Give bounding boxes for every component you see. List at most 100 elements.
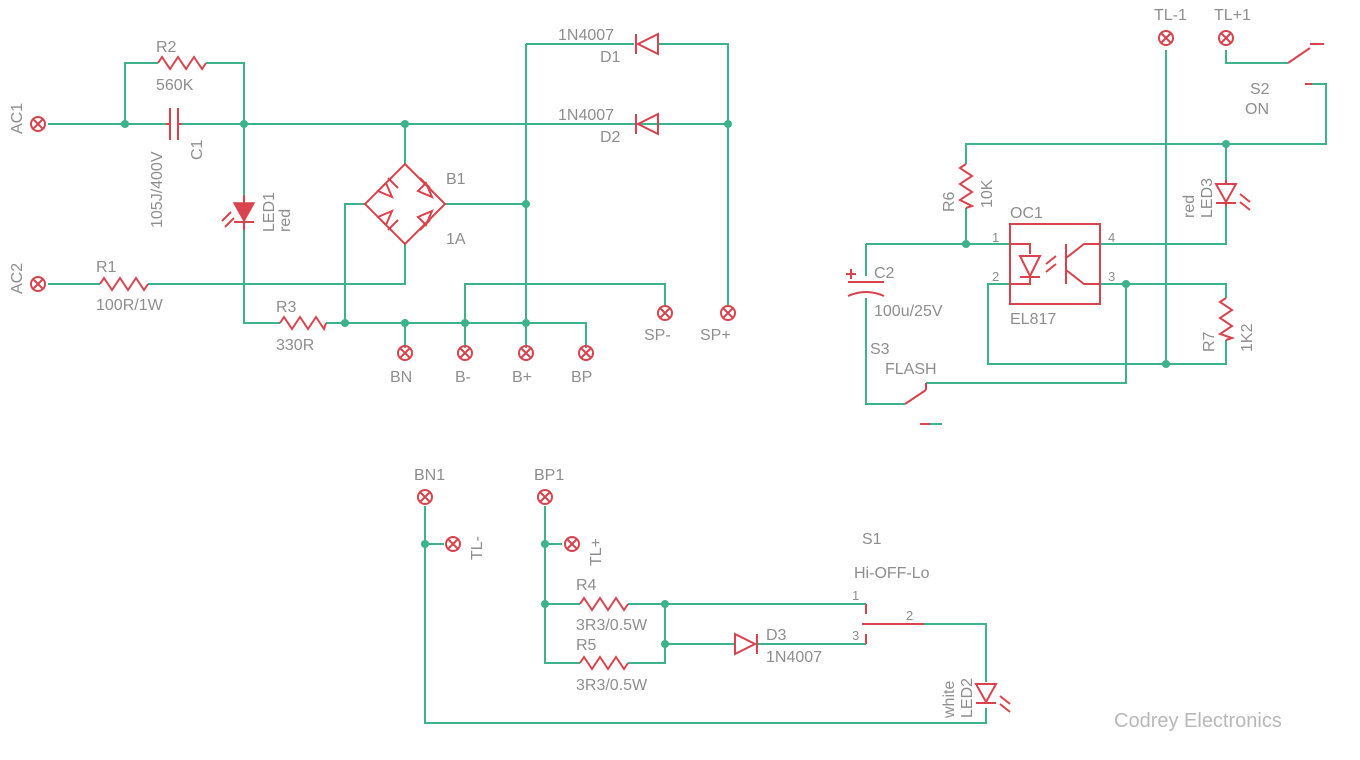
label-tlplus: TL+ (588, 538, 605, 566)
label-tlplus1: TL+1 (1214, 7, 1251, 24)
led1-icon (221, 195, 256, 230)
label-r7: R7 (1201, 331, 1218, 352)
junction (1222, 140, 1230, 148)
resistor-r4-icon (579, 596, 629, 612)
pad-ac1-icon (30, 116, 46, 132)
label-led2-color: white (941, 681, 958, 719)
label-d1-value: 1N4007 (558, 27, 614, 44)
pad-ac2-icon (30, 276, 46, 292)
junction (1162, 360, 1170, 368)
junction (724, 120, 732, 128)
resistor-r6-icon (958, 163, 975, 209)
label-ac1: AC1 (9, 103, 26, 134)
label-r1: R1 (96, 259, 117, 276)
junction (541, 600, 549, 608)
label-oc1-pin2: 2 (992, 269, 999, 284)
label-oc1-pin3: 3 (1108, 269, 1115, 284)
resistor-r3-icon (279, 315, 327, 332)
junction (1122, 280, 1130, 288)
label-r2-value: 560K (156, 77, 194, 94)
label-r6-value: 10K (979, 179, 996, 208)
label-c2: C2 (874, 265, 895, 282)
switch-s1-icon (862, 604, 924, 644)
pad-tlplus-icon (564, 536, 580, 552)
brand-watermark: Codrey Electronics (1114, 710, 1282, 732)
label-r7-value: 1K2 (1239, 323, 1256, 352)
switch-s2-icon (1287, 43, 1324, 85)
pad-bplus-icon (518, 345, 534, 361)
label-oc1-value: EL817 (1010, 311, 1056, 328)
diode-d1-icon (635, 32, 659, 56)
junction (522, 200, 530, 208)
pad-bn-icon (397, 345, 413, 361)
junction (541, 540, 549, 548)
label-led1: LED1 (261, 192, 278, 232)
junction (341, 319, 349, 327)
pad-tlminus1-icon (1158, 30, 1174, 46)
label-b1-value: 1A (446, 231, 466, 248)
label-d3-value: 1N4007 (766, 649, 822, 666)
diode-d2-icon (635, 112, 659, 136)
junction (461, 319, 469, 327)
label-oc1-pin1: 1 (992, 230, 999, 245)
resistor-r5-icon (579, 655, 629, 671)
wires (48, 43, 1327, 724)
label-s2: S2 (1250, 81, 1270, 98)
label-d2: D2 (600, 129, 621, 146)
junction (421, 540, 429, 548)
label-bplus: B+ (512, 369, 532, 386)
label-s3-mode: FLASH (885, 361, 937, 378)
label-r4-value: 3R3/0.5W (576, 617, 648, 634)
resistor-r7-icon (1217, 297, 1236, 341)
label-c2-value: 100u/25V (874, 303, 943, 320)
label-led3: LED3 (1199, 178, 1216, 218)
junction (522, 319, 530, 327)
bridge-rectifier-b1-icon (363, 162, 447, 246)
label-bn1: BN1 (414, 467, 445, 484)
label-r5: R5 (576, 637, 597, 654)
label-tlminus: TL- (469, 536, 486, 560)
label-r3: R3 (276, 299, 297, 316)
pad-bn1-icon (417, 489, 433, 505)
pad-bp-icon (578, 345, 594, 361)
junction (401, 120, 409, 128)
label-ac2: AC2 (9, 263, 26, 294)
capacitor-c1-icon (166, 108, 182, 140)
junction (962, 240, 970, 248)
label-s3: S3 (870, 341, 890, 358)
switch-s3-icon (904, 383, 930, 425)
label-r4: R4 (576, 577, 597, 594)
pad-spplus-icon (720, 305, 736, 321)
label-led3-color: red (1181, 195, 1198, 218)
label-s1: S1 (862, 531, 882, 548)
junction (661, 600, 669, 608)
label-bminus: B- (455, 369, 471, 386)
label-r5-value: 3R3/0.5W (576, 677, 648, 694)
pad-bp1-icon (537, 489, 553, 505)
resistor-r1-icon (99, 276, 149, 292)
junction (121, 120, 129, 128)
label-r6: R6 (941, 191, 958, 212)
label-s1-pin2: 2 (906, 608, 913, 623)
label-bp1: BP1 (534, 467, 564, 484)
label-d3: D3 (766, 627, 787, 644)
label-s2-state: ON (1245, 101, 1269, 118)
label-oc1: OC1 (1010, 205, 1043, 222)
label-d2-value: 1N4007 (558, 107, 614, 124)
label-tlminus1: TL-1 (1154, 7, 1187, 24)
label-d1: D1 (600, 49, 621, 66)
label-bn: BN (390, 369, 412, 386)
label-s1-pin3: 3 (852, 628, 859, 643)
connector-pads (30, 30, 1234, 552)
pad-bminus-icon (457, 345, 473, 361)
label-led1-color: red (277, 209, 294, 232)
label-s1-pin1: 1 (852, 588, 859, 603)
capacitor-c2-icon (846, 269, 885, 297)
label-s1-mode: Hi-OFF-Lo (854, 565, 930, 582)
led3-icon (1214, 180, 1251, 211)
label-bp: BP (571, 369, 592, 386)
label-b1: B1 (446, 171, 466, 188)
label-spminus: SP- (644, 327, 671, 344)
label-c1-value: 105J/400V (149, 151, 166, 228)
